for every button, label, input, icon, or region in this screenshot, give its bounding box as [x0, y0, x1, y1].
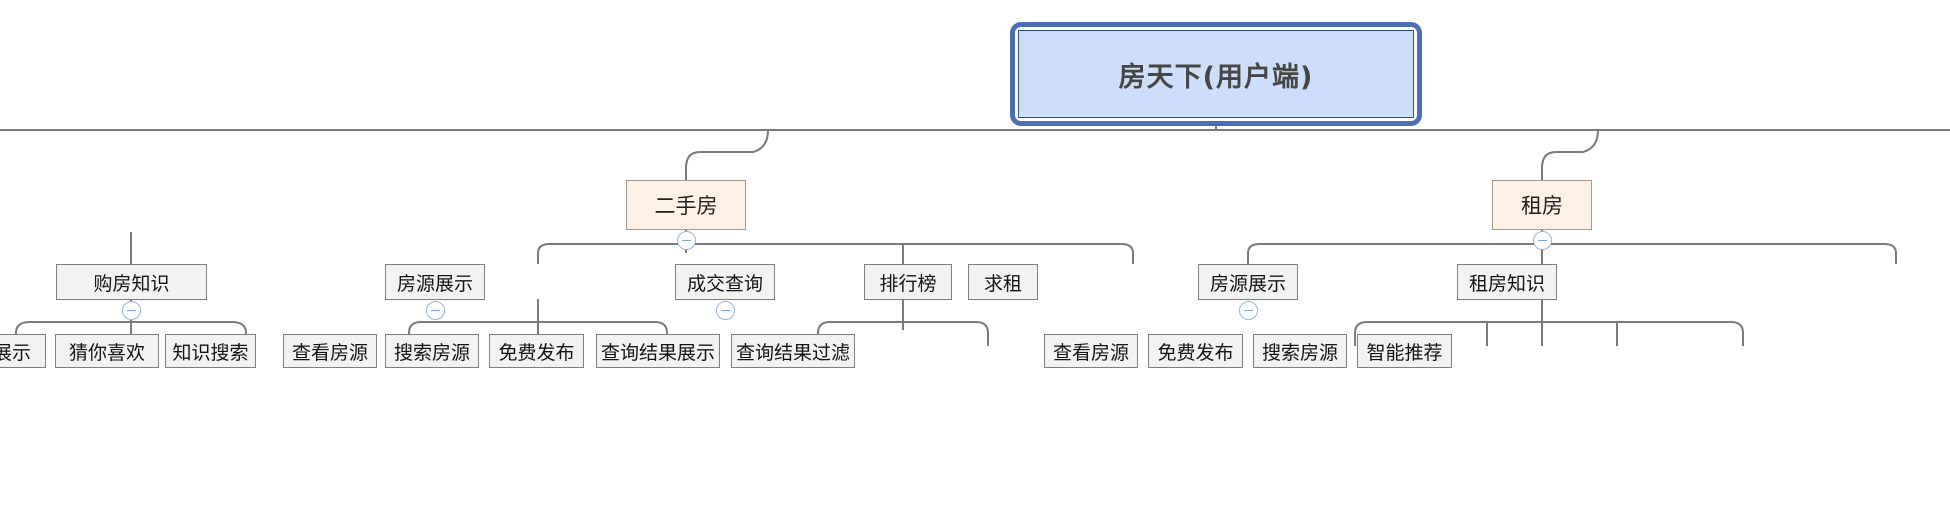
- minus-glyph: [720, 309, 730, 312]
- minus-glyph: [681, 239, 691, 242]
- leaf-sousuofangyuan-ershoufang[interactable]: 搜索房源: [385, 334, 479, 368]
- node-chengjiaochaxun[interactable]: 成交查询: [675, 264, 775, 300]
- minus-glyph: [430, 309, 440, 312]
- node-zufang[interactable]: 租房: [1492, 180, 1592, 230]
- node-root[interactable]: 房天下(用户端): [1010, 22, 1422, 126]
- leaf-zhishisousuo[interactable]: 知识搜索: [165, 334, 256, 368]
- node-paihangbang[interactable]: 排行榜: [864, 264, 952, 300]
- node-zufangzhishi[interactable]: 租房知识: [1457, 264, 1557, 300]
- node-goufangzhishi[interactable]: 购房知识: [56, 264, 207, 300]
- minus-glyph: [1537, 239, 1547, 242]
- leaf-chaxunjieguoguolv[interactable]: 查询结果过滤: [731, 334, 855, 368]
- wire-zufang-bus: [1247, 243, 1897, 264]
- wire-ershoufang-bus: [537, 243, 1134, 264]
- minus-glyph: [1243, 309, 1253, 312]
- toggle-fangyuanzhanshi-a-minus-icon[interactable]: [425, 301, 445, 320]
- node-ershoufang[interactable]: 二手房: [626, 180, 746, 230]
- toggle-chengjiaochaxun-minus-icon[interactable]: [715, 301, 735, 320]
- toggle-fangyuanzhanshi-b-minus-icon[interactable]: [1238, 301, 1258, 320]
- toggle-zufang-minus-icon[interactable]: [1532, 231, 1552, 250]
- node-fangyuanzhanshi-zufang[interactable]: 房源展示: [1198, 264, 1298, 300]
- leaf-zhanshi[interactable]: 展示: [0, 334, 46, 368]
- leaf-chaxunjieguozhanshi[interactable]: 查询结果展示: [596, 334, 720, 368]
- wire-trunk-to-ershoufang: [685, 129, 769, 180]
- leaf-mianfeifabu-ershoufang[interactable]: 免费发布: [489, 334, 584, 368]
- node-root-label: 房天下(用户端): [1018, 30, 1414, 118]
- leaf-mianfeifabu-zufang[interactable]: 免费发布: [1148, 334, 1243, 368]
- leaf-zhinengtuijian[interactable]: 智能推荐: [1357, 334, 1452, 368]
- leaf-cainixihuan[interactable]: 猜你喜欢: [55, 334, 159, 368]
- leaf-chakanfangyuan-ershoufang[interactable]: 查看房源: [283, 334, 377, 368]
- toggle-ershoufang-minus-icon[interactable]: [676, 231, 696, 250]
- leaf-sousuofangyuan-zufang[interactable]: 搜索房源: [1253, 334, 1347, 368]
- wire-trunk-to-zufang: [1541, 129, 1599, 180]
- node-qiuzu[interactable]: 求租: [968, 264, 1038, 300]
- minus-glyph: [127, 309, 136, 312]
- leaf-chakanfangyuan-zufang[interactable]: 查看房源: [1044, 334, 1138, 368]
- toggle-goufangzhishi-minus-icon[interactable]: [122, 301, 141, 320]
- node-fangyuanzhanshi-ershoufang[interactable]: 房源展示: [385, 264, 485, 300]
